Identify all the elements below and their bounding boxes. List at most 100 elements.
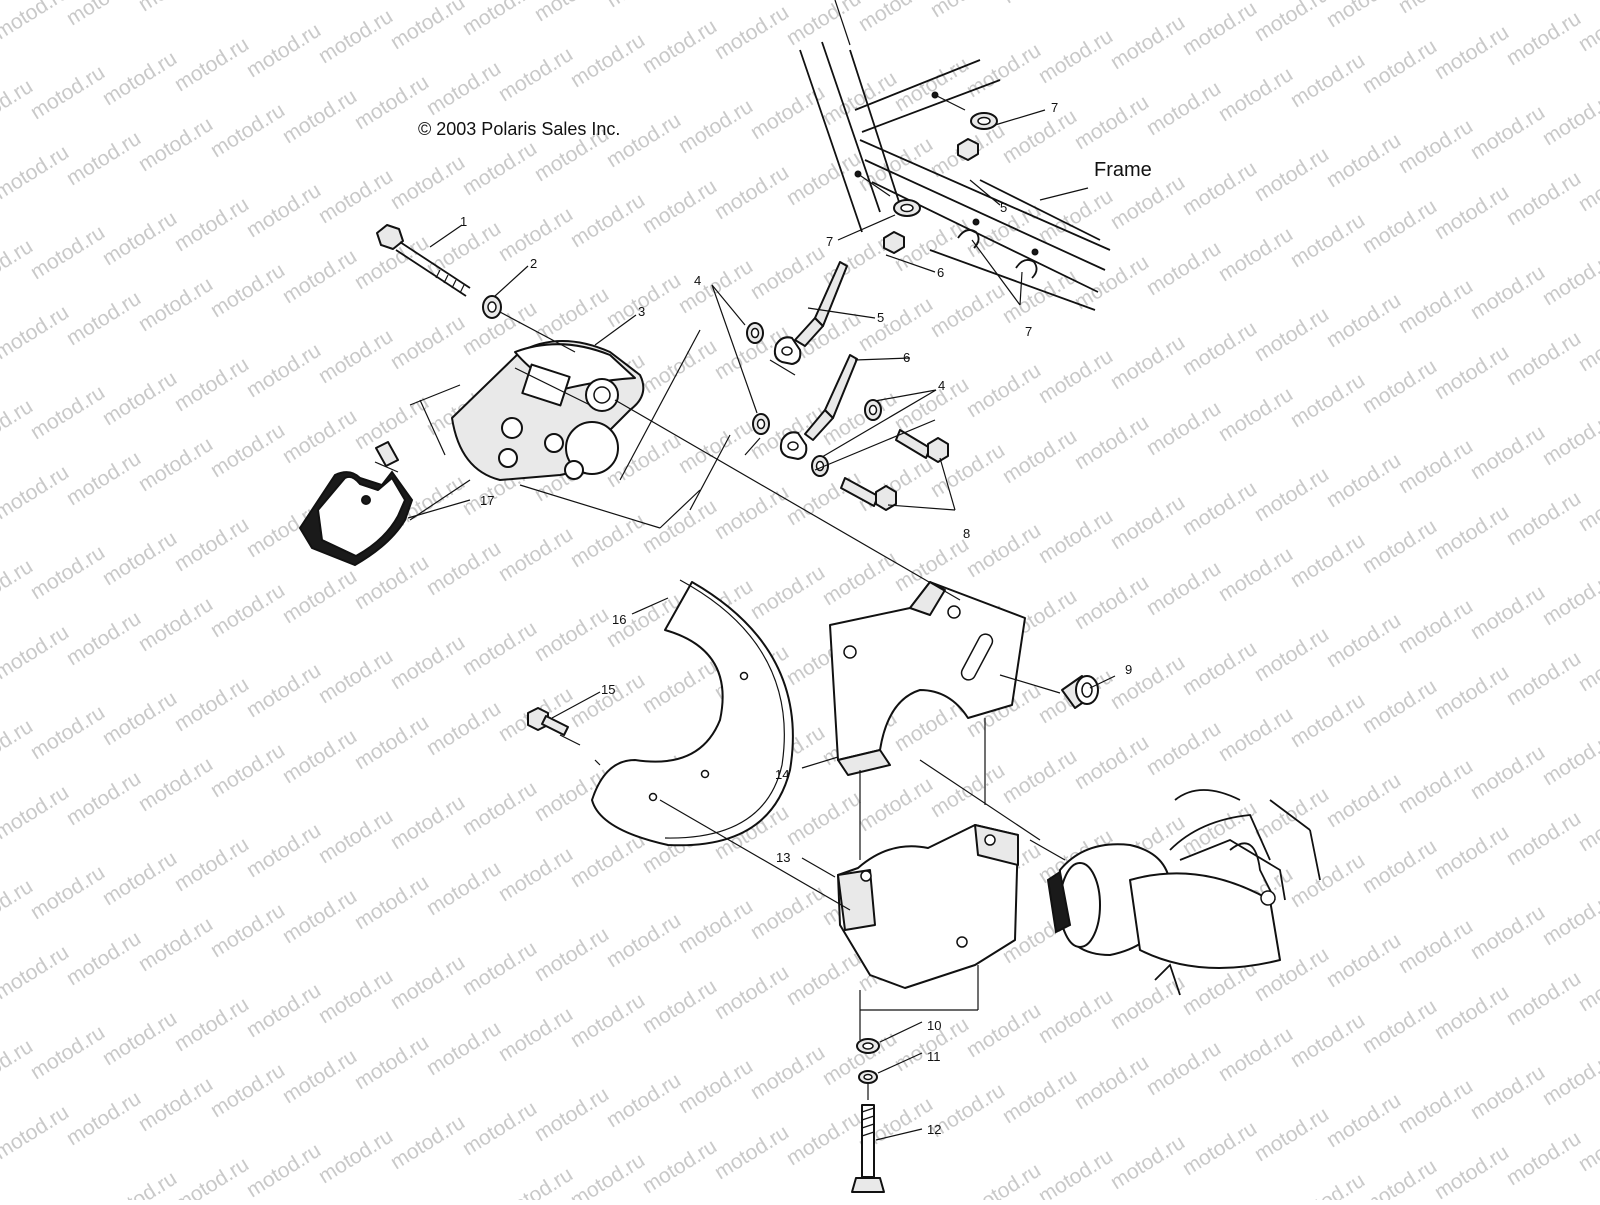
watermark-text: motod.ru	[134, 1073, 216, 1136]
watermark-text: motod.ru	[1394, 0, 1476, 18]
watermark-text: motod.ru	[1394, 275, 1476, 338]
watermark-text: motod.ru	[314, 805, 396, 868]
watermark-text: motod.ru	[386, 151, 468, 214]
watermark-text: motod.ru	[0, 1101, 73, 1164]
watermark-text: motod.ru	[1394, 595, 1476, 658]
bolts-part-8	[840, 429, 949, 511]
watermark-text: motod.ru	[962, 999, 1044, 1062]
watermark-text: motod.ru	[242, 819, 324, 882]
watermark-text: motod.ru	[1502, 167, 1584, 230]
watermark-text: motod.ru	[1502, 807, 1584, 870]
watermark-text: motod.ru	[746, 1041, 828, 1104]
watermark-text: motod.ru	[1070, 571, 1152, 634]
watermark-text: motod.ru	[1502, 647, 1584, 710]
watermark-text: motod.ru	[1070, 1051, 1152, 1114]
watermark-text: motod.ru	[1466, 901, 1548, 964]
watermark-text: motod.ru	[890, 53, 972, 116]
callout-15: 15	[601, 682, 615, 697]
watermark-text: motod.ru	[530, 0, 612, 26]
callout-6a: 6	[937, 265, 944, 280]
watermark-text: motod.ru	[1034, 985, 1116, 1048]
callout-1: 1	[460, 214, 467, 229]
caliper-part-3	[451, 340, 645, 481]
watermark-text: motod.ru	[242, 339, 324, 402]
watermark-text: motod.ru	[1430, 501, 1512, 564]
watermark-text: motod.ru	[1466, 0, 1548, 4]
watermark-text: motod.ru	[962, 1159, 1044, 1200]
watermark-text: motod.ru	[134, 113, 216, 176]
watermark-text: motod.ru	[1178, 1117, 1260, 1180]
watermark-text: motod.ru	[1106, 11, 1188, 74]
bolt-part-15	[527, 707, 569, 736]
watermark-text: motod.ru	[1286, 1169, 1368, 1200]
watermark-text: motod.ru	[530, 1083, 612, 1146]
watermark-text: motod.ru	[1070, 731, 1152, 794]
watermark-text: motod.ru	[386, 311, 468, 374]
watermark-text: motod.ru	[1034, 505, 1116, 568]
watermark-text: motod.ru	[170, 993, 252, 1056]
brake-pad-part-17	[298, 441, 414, 567]
watermark-text: motod.ru	[0, 461, 73, 524]
watermark-text: motod.ru	[170, 673, 252, 736]
watermark-text: motod.ru	[998, 0, 1080, 8]
watermark-text: motod.ru	[1250, 1103, 1332, 1166]
watermark-text: motod.ru	[1178, 157, 1260, 220]
watermark-text: motod.ru	[1358, 355, 1440, 418]
watermark-text: motod.ru	[602, 0, 684, 12]
watermark-text: motod.ru	[98, 847, 180, 910]
watermark-text: motod.ru	[1358, 1155, 1440, 1200]
callout-9: 9	[1125, 662, 1132, 677]
watermark-text: motod.ru	[134, 593, 216, 656]
watermark-text: motod.ru	[386, 951, 468, 1014]
watermark-text: motod.ru	[0, 301, 73, 364]
watermark-text: motod.ru	[746, 241, 828, 304]
watermark-text: motod.ru	[98, 687, 180, 750]
watermark-text: motod.ru	[1106, 331, 1188, 394]
watermark-text: motod.ru	[782, 947, 864, 1010]
watermark-text: motod.ru	[242, 659, 324, 722]
watermark-text: motod.ru	[566, 989, 648, 1052]
watermark-text: motod.ru	[1250, 0, 1332, 46]
watermark-text: motod.ru	[170, 193, 252, 256]
watermark-text: motod.ru	[386, 0, 468, 54]
watermark-text: motod.ru	[1430, 181, 1512, 244]
washers-part-4	[746, 322, 882, 477]
watermark-text: motod.ru	[1142, 1037, 1224, 1100]
watermark-text: motod.ru	[458, 1097, 540, 1160]
watermark-text: motod.ru	[1430, 981, 1512, 1044]
watermark-text: motod.ru	[1214, 383, 1296, 446]
callout-7b: 7	[826, 234, 833, 249]
mount-bracket-part-13	[837, 824, 1019, 989]
watermark-text: motod.ru	[62, 287, 144, 350]
watermark-text: motod.ru	[386, 791, 468, 854]
callout-3: 3	[638, 304, 645, 319]
watermark-text: motod.ru	[710, 1, 792, 64]
watermark-text: motod.ru	[1214, 703, 1296, 766]
watermark-text: motod.ru	[638, 655, 720, 718]
watermark-text: motod.ru	[98, 47, 180, 110]
watermark-text: motod.ru	[854, 0, 936, 36]
callout-2: 2	[530, 256, 537, 271]
watermark-text: motod.ru	[458, 0, 540, 40]
watermark-text: motod.ru	[602, 269, 684, 332]
watermark-text: motod.ru	[1358, 675, 1440, 738]
watermark-text: motod.ru	[494, 523, 576, 586]
watermark-text: motod.ru	[1394, 755, 1476, 818]
watermark-text: motod.ru	[422, 57, 504, 120]
watermark-text: motod.ru	[1250, 783, 1332, 846]
watermark-text: motod.ru	[494, 1163, 576, 1200]
watermark-text: motod.ru	[962, 359, 1044, 422]
watermark-text: motod.ru	[1286, 689, 1368, 752]
watermark-text: motod.ru	[62, 607, 144, 670]
callout-7a: 7	[1051, 100, 1058, 115]
watermark-text: motod.ru	[0, 781, 73, 844]
watermark-text: motod.ru	[206, 0, 288, 2]
watermark-text: motod.ru	[0, 621, 73, 684]
watermark-text: motod.ru	[314, 965, 396, 1028]
watermark-text: motod.ru	[1034, 185, 1116, 248]
watermark-text: motod.ru	[170, 833, 252, 896]
watermark-text: motod.ru	[278, 885, 360, 948]
watermark-text: motod.ru	[1430, 821, 1512, 884]
watermark-text: motod.ru	[674, 415, 756, 478]
callout-7c: 7	[1025, 324, 1032, 339]
